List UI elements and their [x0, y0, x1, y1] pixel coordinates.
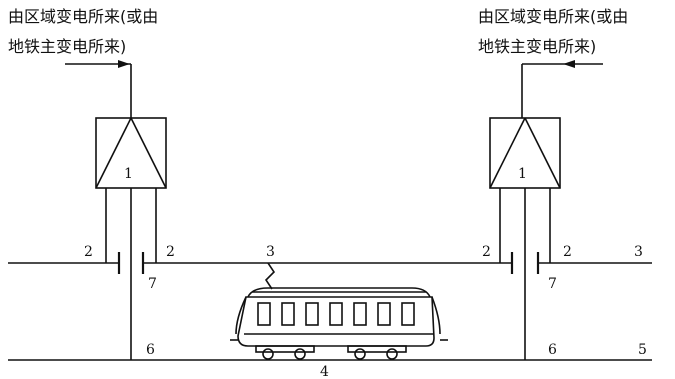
right-source-caption-line2: 地铁主变电所来) — [478, 37, 596, 56]
right-source-caption-line1: 由区域变电所来(或由 — [478, 7, 628, 26]
right-substation: 1 — [489, 117, 561, 360]
label-negative-feeder-left: 6 — [146, 342, 155, 358]
right-substation-label: 1 — [518, 166, 527, 182]
left-source-caption-line2: 地铁主变电所来) — [8, 37, 126, 56]
left-source-caption-line1: 由区域变电所来(或由 — [8, 7, 158, 26]
left-incoming-line — [65, 60, 132, 118]
label-negative-feeder-right: 6 — [548, 342, 557, 358]
label-feeder-right-2: 2 — [563, 244, 572, 260]
label-contact-wire: 3 — [266, 244, 275, 260]
left-incoming-arrow-icon — [118, 60, 130, 68]
label-section-insulator-right: 7 — [548, 276, 557, 292]
right-incoming-line — [521, 60, 603, 118]
label-contact-wire-right: 3 — [634, 244, 643, 260]
label-return-line: 5 — [638, 342, 647, 358]
right-incoming-arrow-icon — [563, 60, 575, 68]
left-substation: 1 — [95, 117, 167, 360]
label-rail: 4 — [320, 364, 329, 379]
label-feeder-left-2: 2 — [166, 244, 175, 260]
label-feeder-right-1: 2 — [482, 244, 491, 260]
left-substation-label: 1 — [124, 166, 133, 182]
label-feeder-left-1: 2 — [84, 244, 93, 260]
label-section-insulator-left: 7 — [148, 276, 157, 292]
tram-car-icon — [230, 262, 448, 360]
contact-wire — [8, 252, 652, 274]
